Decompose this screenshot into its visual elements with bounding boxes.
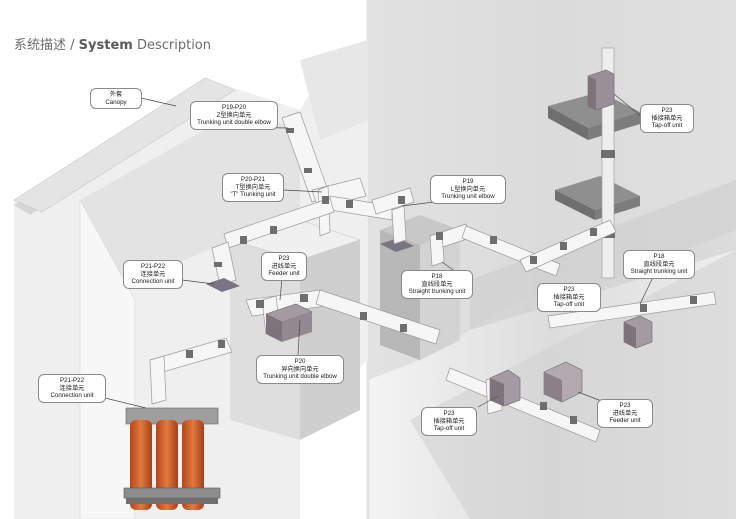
transformer-illustration: [123, 407, 221, 510]
page-title: 系统描述 / System Description: [14, 38, 211, 53]
duct-joints: [186, 128, 407, 358]
